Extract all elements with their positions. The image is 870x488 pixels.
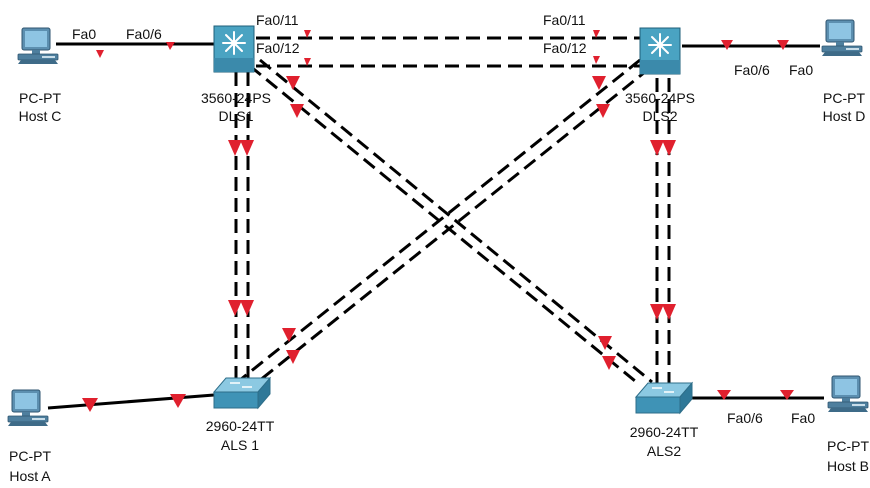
als1-switch-icon[interactable]: [213, 377, 271, 409]
als1-model-label: 2960-24TT: [205, 418, 275, 434]
dls1-switch-icon[interactable]: [213, 25, 255, 73]
als1-name-label: ALS 1: [220, 437, 260, 453]
link-indicator: [228, 140, 242, 156]
link-indicator: [228, 300, 242, 316]
link-indicator: [290, 104, 304, 118]
link-indicator: [304, 30, 311, 38]
port-label-dls2-fa012: Fa0/12: [543, 40, 587, 56]
link-indicator: [170, 394, 186, 408]
link-indicator: [602, 356, 616, 370]
link-indicator: [662, 140, 676, 156]
port-label-hostc-fa0: Fa0: [72, 26, 97, 42]
als2-model-label: 2960-24TT: [629, 424, 699, 440]
port-label-dls1-fa012: Fa0/12: [256, 40, 300, 56]
port-label-als2-fa06: Fa0/6: [727, 410, 763, 426]
link-indicator: [282, 328, 296, 342]
links: [47, 36, 824, 410]
link-dls1-als2-b[interactable]: [259, 58, 653, 384]
link-indicator: [593, 30, 600, 38]
port-label-dls2-fa011: Fa0/11: [543, 12, 586, 28]
port-label-hostd-fa0: Fa0: [789, 62, 814, 78]
dls1-name-label: DLS1: [218, 108, 254, 124]
link-indicator: [166, 42, 175, 50]
host-c-name-label: Host C: [18, 108, 62, 124]
link-dls2-als1-a[interactable]: [239, 58, 641, 382]
host-a-name-label: Host A: [9, 468, 51, 484]
host-b-pc-icon[interactable]: [827, 375, 869, 413]
host-c-pc-icon[interactable]: [17, 27, 59, 65]
link-indicator: [598, 336, 612, 350]
host-d-name-label: Host D: [822, 108, 866, 124]
port-label-dls1-fa06: Fa0/6: [126, 26, 162, 42]
link-indicator: [240, 300, 254, 316]
link-indicator: [96, 50, 104, 58]
link-indicator: [596, 104, 610, 118]
link-indicator: [662, 304, 676, 320]
host-b-type-label: PC-PT: [827, 438, 869, 454]
link-indicator: [717, 390, 731, 400]
dls2-model-label: 3560-24PS: [624, 90, 696, 106]
link-indicator: [650, 304, 664, 320]
link-indicator: [286, 350, 300, 364]
link-indicator: [304, 58, 311, 66]
link-indicator: [650, 140, 664, 156]
host-b-name-label: Host B: [826, 458, 870, 474]
dls2-switch-icon[interactable]: [639, 27, 681, 75]
link-dls1-als2-a[interactable]: [249, 64, 641, 387]
dls2-name-label: DLS2: [642, 108, 678, 124]
als2-switch-icon[interactable]: [635, 382, 693, 414]
link-indicator: [82, 398, 98, 412]
link-indicator: [592, 76, 606, 90]
host-a-pc-icon[interactable]: [7, 389, 49, 427]
port-label-hostb-fa0: Fa0: [791, 410, 816, 426]
als2-name-label: ALS2: [646, 443, 682, 459]
host-d-pc-icon[interactable]: [821, 19, 863, 57]
link-indicator: [721, 40, 733, 50]
host-c-type-label: PC-PT: [19, 90, 61, 106]
link-indicator: [777, 40, 789, 50]
link-indicator: [286, 76, 300, 90]
dls1-model-label: 3560-24PS: [200, 90, 272, 106]
host-a-type-label: PC-PT: [9, 448, 51, 464]
link-indicator: [780, 390, 794, 400]
link-indicator: [240, 140, 254, 156]
link-hosta-als1[interactable]: [47, 393, 215, 410]
link-indicator: [593, 56, 600, 64]
link-indicators: [82, 30, 794, 412]
host-d-type-label: PC-PT: [823, 90, 865, 106]
port-label-dls2-fa06: Fa0/6: [734, 62, 770, 78]
port-label-dls1-fa011: Fa0/11: [256, 12, 299, 28]
link-dls2-als1-b[interactable]: [253, 66, 651, 387]
